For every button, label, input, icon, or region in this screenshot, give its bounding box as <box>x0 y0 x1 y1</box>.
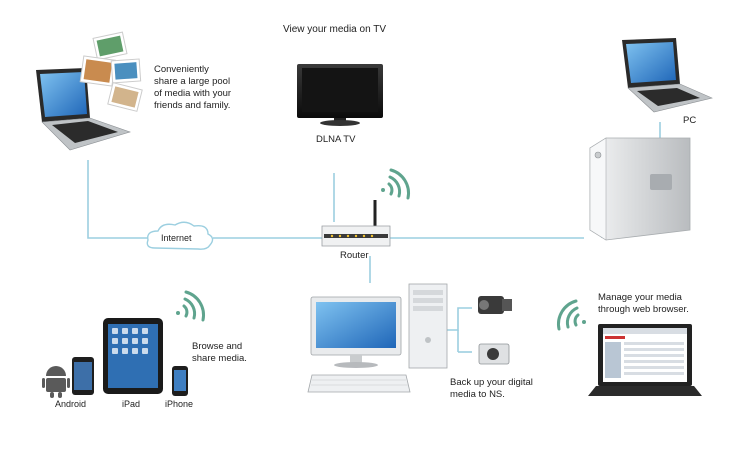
nas-device-icon <box>589 137 691 241</box>
ipad-icon <box>103 318 163 394</box>
manage-caption: Manage your media through web browser. <box>598 292 689 315</box>
pc-label: PC <box>683 115 697 126</box>
photos-icon <box>79 31 143 112</box>
tv-icon <box>297 64 383 126</box>
android-phone-icon <box>72 357 94 395</box>
wifi-icon-browser <box>557 299 586 331</box>
ipad-label: iPad <box>122 399 141 409</box>
internet-label: Internet <box>161 233 192 243</box>
view-tv-caption: View your media on TV <box>283 24 387 35</box>
browse-caption: Browse and share media. <box>192 341 247 364</box>
router-label: Router <box>340 250 369 261</box>
iphone-icon <box>172 366 188 396</box>
browser-laptop-icon <box>588 324 702 396</box>
laptop-share-icon <box>36 31 143 151</box>
dlna-tv-label: DLNA TV <box>316 134 356 145</box>
share-caption: Conveniently share a large pool of media… <box>154 64 232 111</box>
camera-icon <box>478 343 510 365</box>
camcorder-icon <box>478 296 512 314</box>
connection-lines <box>87 122 661 353</box>
internet-cloud-icon <box>146 221 214 250</box>
wifi-icon-router <box>381 168 410 200</box>
pc-laptop-icon <box>622 38 713 113</box>
desktop-monitor-icon <box>310 296 402 368</box>
android-label: Android <box>55 399 87 409</box>
desktop-tower-icon <box>408 283 448 369</box>
android-icon <box>42 366 70 398</box>
router-icon <box>321 200 391 247</box>
wifi-icon-mobile <box>176 290 205 322</box>
backup-caption: Back up your digital media to NS. <box>450 377 533 400</box>
keyboard-icon <box>307 374 411 393</box>
iphone-label: iPhone <box>165 399 194 409</box>
